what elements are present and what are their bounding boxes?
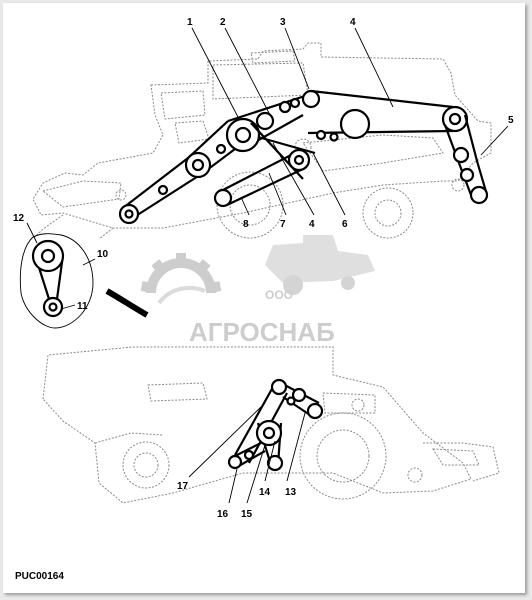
figure-code: PUC00164 <box>15 571 64 582</box>
leaders-top <box>191 27 509 216</box>
callout-10: 10 <box>97 249 109 260</box>
leaders-bottom <box>188 402 306 504</box>
callout-13: 13 <box>285 487 297 498</box>
callout-16: 16 <box>217 509 229 520</box>
watermark-small-text: ООО <box>265 288 293 302</box>
callout-12: 12 <box>13 213 25 224</box>
pointer-arrow <box>105 288 149 318</box>
callout-17: 17 <box>177 481 189 492</box>
combine-outline-top <box>32 42 492 240</box>
callout-8: 8 <box>243 219 249 230</box>
watermark-large-text: АГРОСНАБ <box>189 317 335 347</box>
callout-labels: 1 2 3 4 5 6 7 4 8 10 11 12 13 14 15 16 1… <box>13 17 514 520</box>
inset-detail <box>19 222 149 329</box>
callout-11: 11 <box>77 301 88 312</box>
callout-14: 14 <box>259 487 271 498</box>
callout-6: 6 <box>342 219 348 230</box>
watermark-logo: ООО АГРОСНАБ <box>140 235 375 347</box>
belt-drive-diagram: ООО АГРОСНАБ <box>13 17 514 582</box>
callout-15: 15 <box>241 509 253 520</box>
sheave-top <box>301 89 321 109</box>
callout-4: 4 <box>350 17 356 28</box>
callout-4-lower: 4 <box>309 219 315 230</box>
callout-7: 7 <box>280 219 286 230</box>
callout-2: 2 <box>220 17 226 28</box>
callout-5: 5 <box>508 115 514 126</box>
callout-3: 3 <box>280 17 286 28</box>
sheave-mid <box>339 108 371 140</box>
sheave-lower-right <box>469 185 489 205</box>
belt-drive-bottom <box>227 378 324 472</box>
belt-drive-top <box>118 89 489 225</box>
combine-outline-bottom <box>42 346 500 504</box>
diagram-frame: ООО АГРОСНАБ <box>3 3 525 593</box>
sheave-upper <box>270 378 288 396</box>
callout-1: 1 <box>187 17 193 28</box>
